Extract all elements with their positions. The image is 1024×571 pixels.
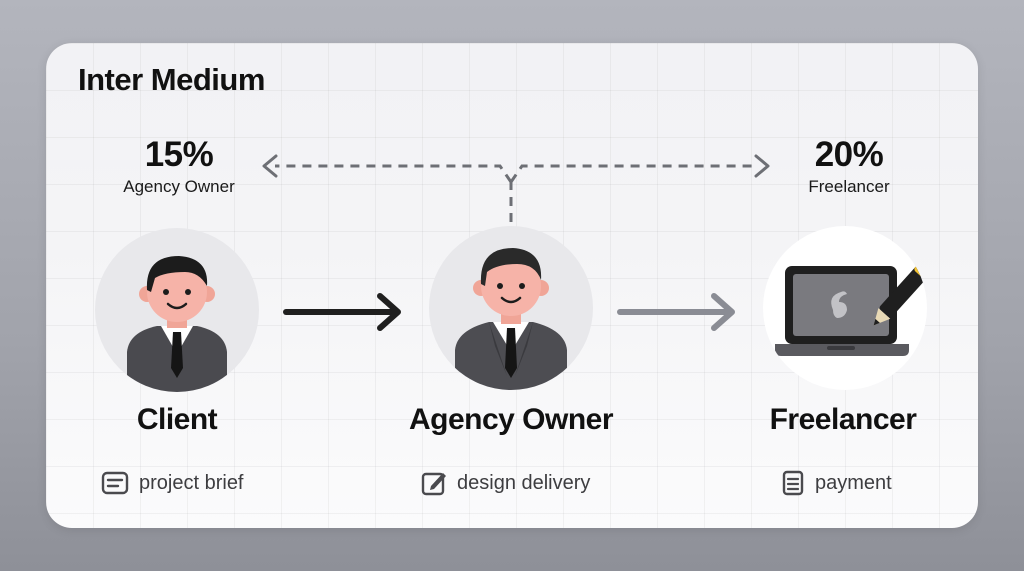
dashed-arrowhead-right [754,154,770,178]
payment-label: payment [815,471,892,494]
agency-to-freelancer-arrow [617,293,735,331]
freelancer-role-label: Freelancer [769,403,917,436]
dashed-arrowhead-left [262,154,278,178]
client-avatar [95,228,259,392]
client-role-label: Client [136,403,218,436]
client-avatar-icon [127,256,227,392]
agency-owner-role-label: Agency Owner [408,403,614,436]
project-brief-label: project brief [139,471,244,494]
agency-owner-share-percent: 15% [144,135,214,174]
document-icon [101,471,129,495]
project-brief-item: project brief [101,470,244,496]
agency-owner-avatar [429,226,593,390]
agency-owner-avatar-icon [455,248,567,390]
revenue-split-dashed-line [275,164,755,222]
freelancer-avatar [763,226,927,390]
design-delivery-label: design delivery [457,471,591,494]
payment-item: payment [781,470,892,496]
freelancer-share-percent: 20% [814,135,884,174]
receipt-icon [782,470,804,496]
diagram-title: Inter Medium [78,62,265,97]
freelancer-share-label: Freelancer [808,177,890,196]
client-to-agency-arrow [283,293,401,331]
edit-icon [421,472,446,496]
agency-owner-share-label: Agency Owner [123,177,235,196]
design-delivery-item: design delivery [421,470,590,496]
laptop-pen-icon [775,264,927,356]
